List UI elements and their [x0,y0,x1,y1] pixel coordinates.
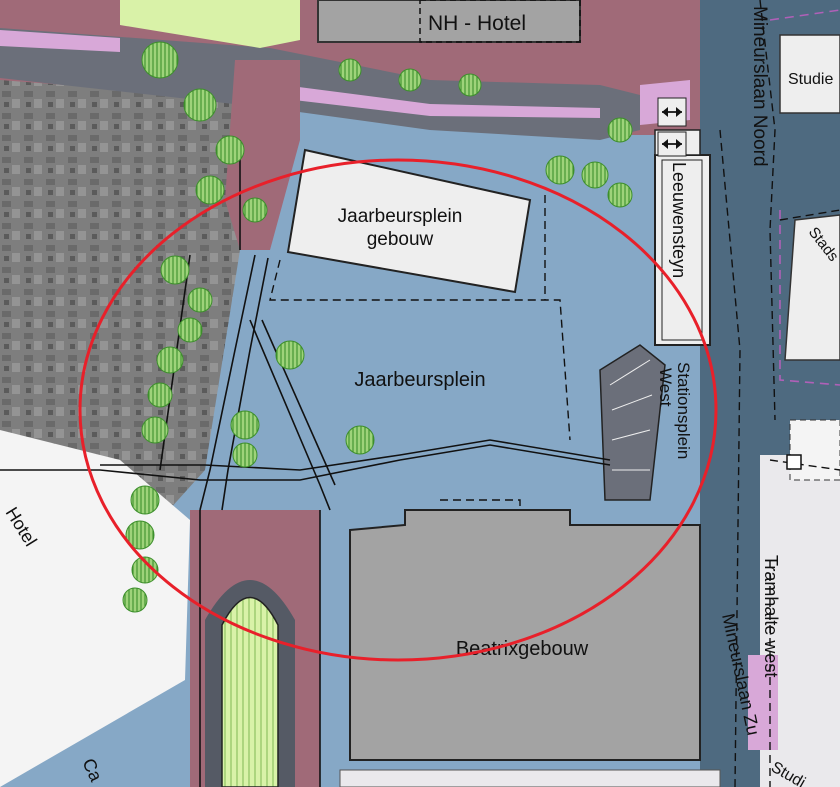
south-lawn-island [221,596,279,787]
dashed-outlines [269,0,840,787]
tree-icon [338,58,362,82]
highlight-ellipse [78,158,718,662]
tree-icon [183,88,217,122]
tree-icon [545,155,575,185]
tree-icon [458,73,482,97]
label-jaarbeursplein-gebouw-line2: gebouw [367,229,434,250]
tree-icon [242,197,268,223]
tree-icon [345,425,375,455]
tree-icon [607,117,633,143]
studie-building [779,34,840,114]
tree-icon [581,161,609,189]
stads-building [784,214,840,361]
tree-icon [187,287,213,313]
label-jaarbeursplein-gebouw-line1: Jaarbeursplein [338,206,463,227]
tree-icon [141,41,179,79]
nh-hotel-footprint [419,0,581,43]
beatrixgebouw-building [349,509,701,761]
west-road-band [225,60,300,250]
tree-icon [122,587,148,613]
beatrixgebouw-base [339,769,721,787]
label-nh-hotel: NH - Hotel [428,12,526,35]
tree-icon [156,346,184,374]
tram-stop-shelter [789,419,840,481]
jaarbeursplein-gebouw-building [286,148,532,294]
tree-row [122,41,633,613]
tree-icon [160,255,190,285]
tram-stop-platform [748,655,778,750]
tree-icon [275,340,305,370]
tree-icon [398,68,422,92]
tree-icon [215,135,245,165]
north-marker-icon [786,454,802,470]
tram-lane-north [260,82,600,118]
tree-icon [147,382,173,408]
label-stationsplein-line2: West [656,368,675,407]
north-lawn [120,0,300,48]
double-arrow-icon [657,131,687,157]
tree-icon [141,416,169,444]
tree-icon [232,442,258,468]
label-stationsplein-line1: Stationsplein [674,362,693,459]
tree-icon [130,485,160,515]
tree-icon [195,175,225,205]
leeuwensteyn-building [654,154,711,346]
label-mineurslaan-noord: Mineurslaan Noord [749,6,770,167]
tree-icon [177,317,203,343]
label-tramhalte-west: Tramhalte west [761,555,781,677]
double-arrow-icon [657,97,687,127]
tree-icon [607,182,633,208]
label-jaarbeursplein: Jaarbeursplein [354,369,485,391]
purple-boundary [769,9,840,386]
label-beatrixgebouw: Beatrixgebouw [456,638,589,660]
tree-icon [131,556,159,584]
stationsplein-stairs [599,344,666,501]
leeuwensteyn-inner [661,159,703,341]
label-studie: Studie [788,71,833,88]
label-leeuwensteyn: Leeuwensteyn [669,162,689,278]
hotel-block [0,430,190,787]
tree-icon [230,410,260,440]
plaza-paths [0,140,611,787]
tree-icon [125,520,155,550]
tram-lane-west [0,30,120,52]
